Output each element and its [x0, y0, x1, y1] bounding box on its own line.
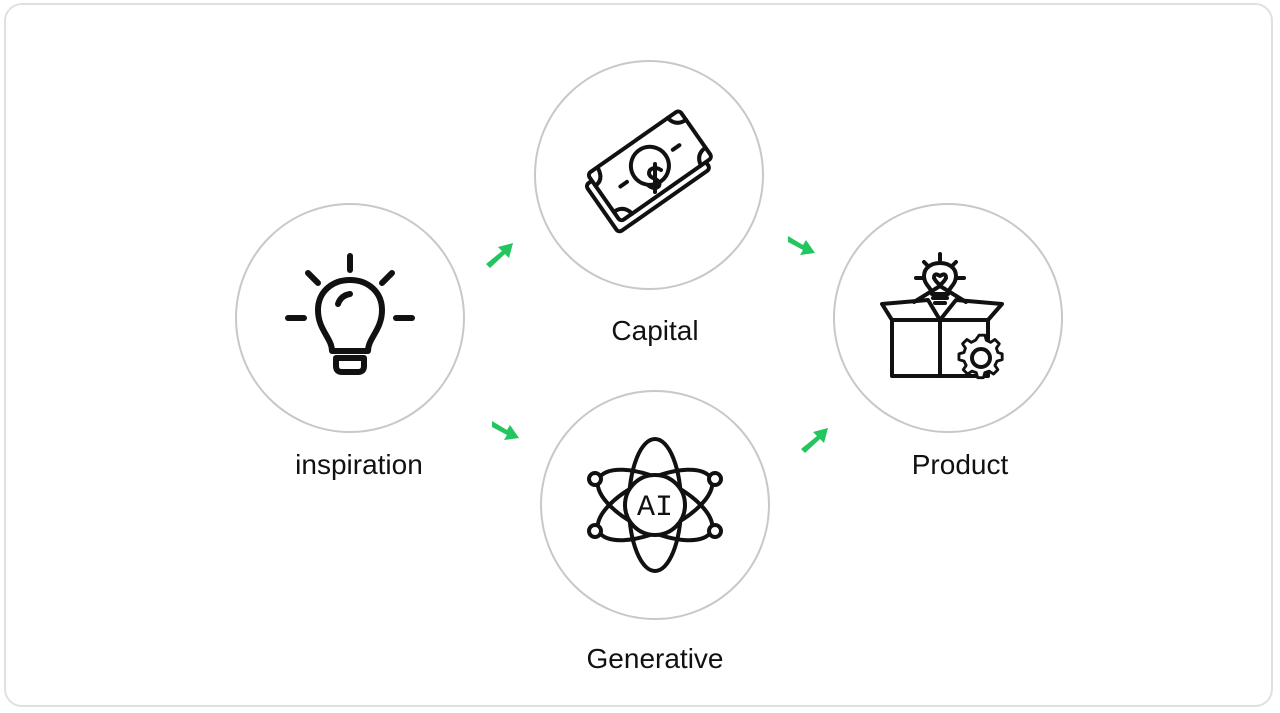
arrow-inspiration-to-generative	[492, 421, 519, 440]
lightbulb-icon	[285, 253, 415, 375]
arrow-generative-to-product	[801, 428, 828, 453]
label-capital: Capital	[611, 315, 699, 346]
product-box-icon	[880, 252, 1004, 380]
label-product: Product	[911, 449, 1009, 480]
arrow-capital-to-product	[788, 236, 815, 255]
ai-atom-icon: AI	[587, 437, 723, 573]
node-inspiration	[235, 203, 465, 433]
node-generative: AI	[540, 390, 770, 620]
label-inspiration: inspiration	[295, 449, 423, 480]
money-icon	[584, 109, 713, 234]
label-generative: Generative	[586, 643, 724, 674]
node-product	[833, 203, 1063, 433]
arrow-inspiration-to-capital	[486, 243, 513, 268]
ai-icon-text: AI	[637, 491, 673, 525]
node-capital	[534, 60, 764, 290]
